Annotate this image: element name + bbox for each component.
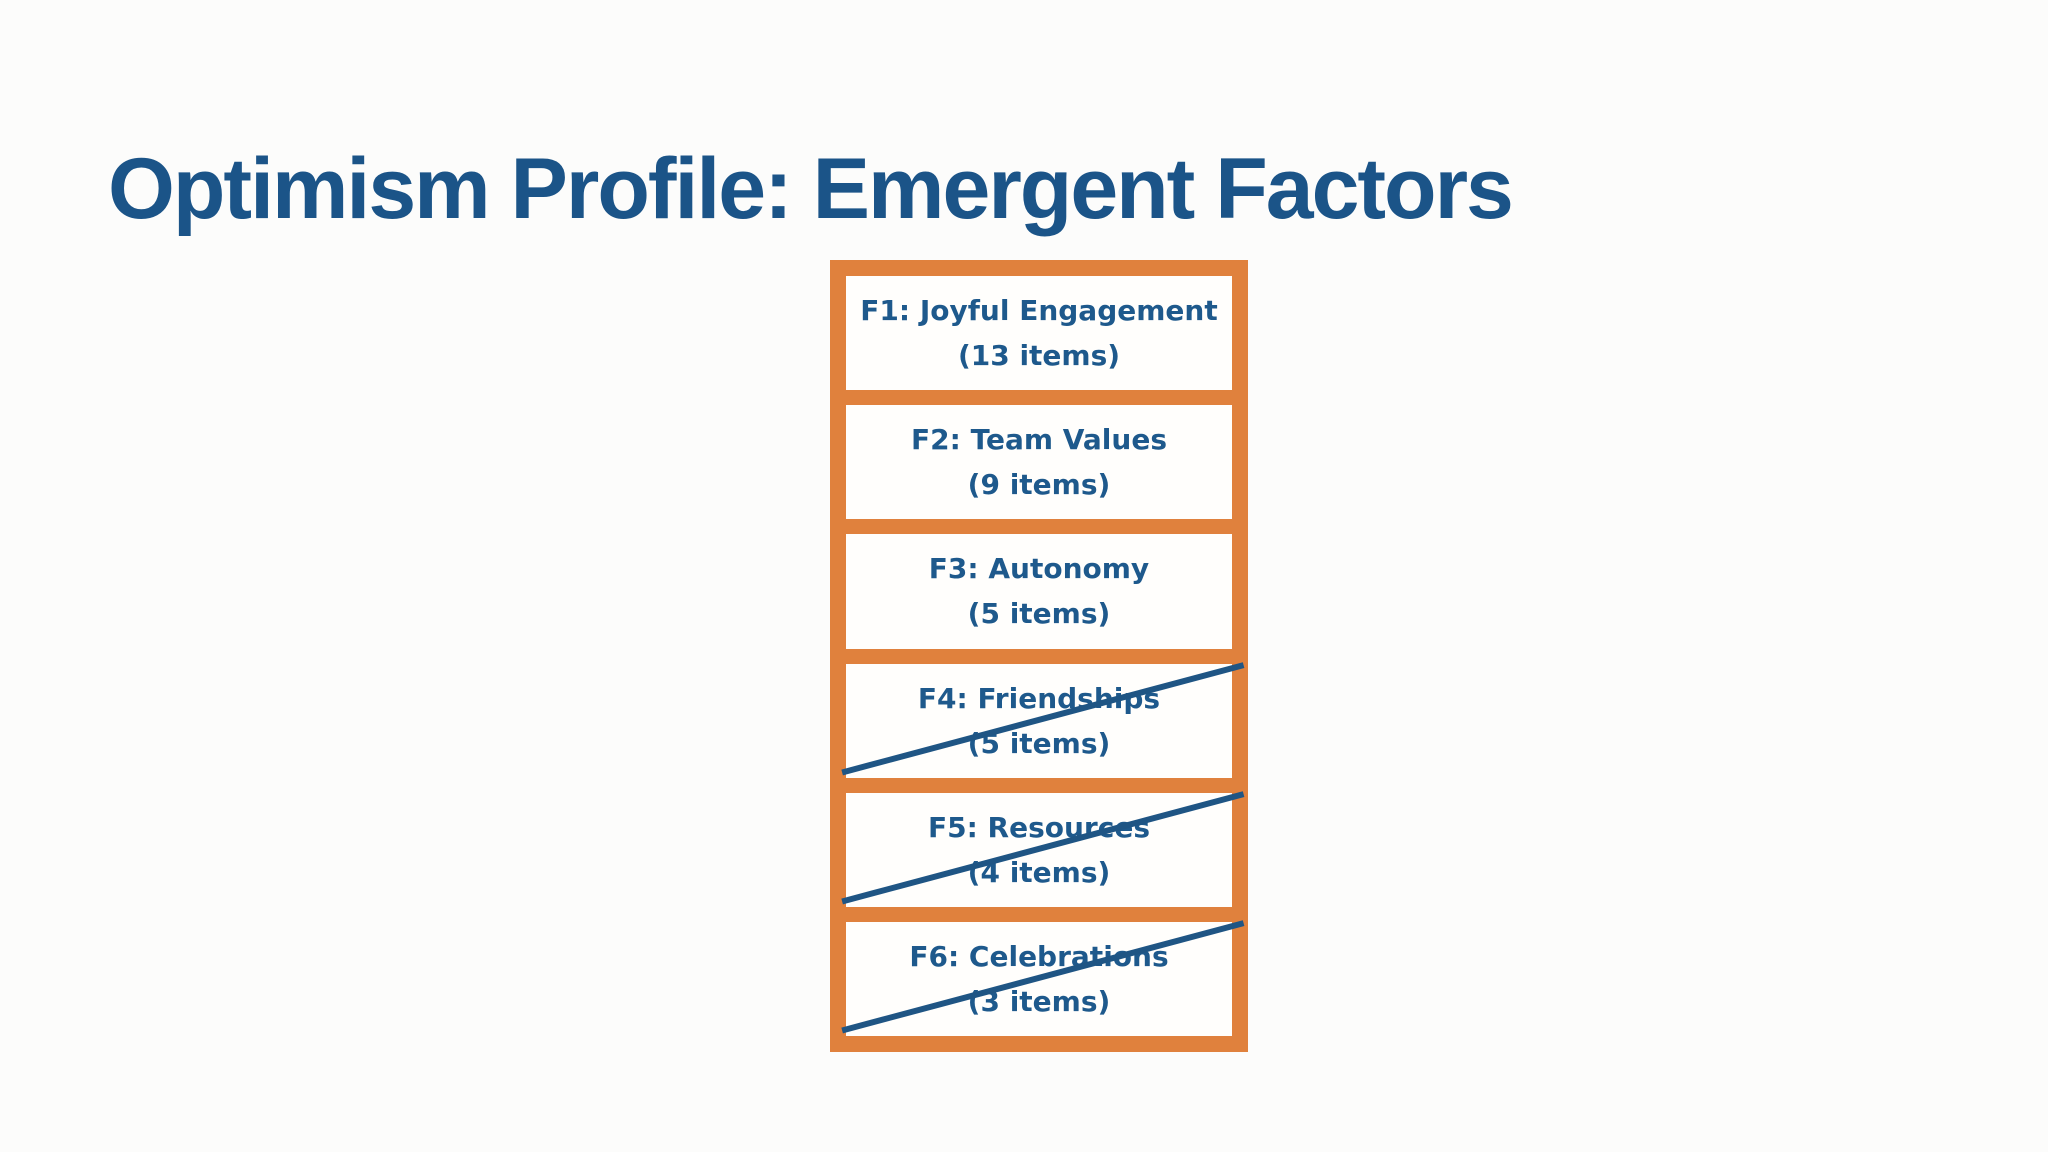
factor-label: F3: Autonomy	[928, 552, 1150, 586]
factor-label: F5: Resources	[927, 810, 1150, 844]
slide-title: Optimism Profile: Emergent Factors	[108, 140, 1514, 237]
factor-label: F6: Celebrations	[909, 939, 1169, 973]
factor-label: F2: Team Values	[911, 423, 1167, 457]
factor-label: F4: Friendships	[917, 681, 1161, 715]
factor-box-f5: F5: Resources (4 items)	[846, 793, 1232, 907]
factor-items: (4 items)	[967, 855, 1111, 889]
factor-box-f4: F4: Friendships (5 items)	[846, 664, 1232, 778]
factor-items: (13 items)	[957, 339, 1121, 373]
factor-box-f1: F1: Joyful Engagement (13 items)	[846, 276, 1232, 391]
factor-items: (9 items)	[967, 468, 1111, 502]
factor-label: F1: Joyful Engagement	[860, 294, 1218, 328]
factor-box-f6: F6: Celebrations (3 items)	[846, 922, 1232, 1037]
factor-box-f2: F2: Team Values (9 items)	[846, 405, 1232, 520]
factors-stack: F1: Joyful Engagement (13 items) F2: Tea…	[830, 260, 1248, 1052]
factor-items: (3 items)	[967, 984, 1111, 1018]
factor-items: (5 items)	[967, 726, 1111, 760]
factor-box-f3: F3: Autonomy (5 items)	[846, 534, 1232, 649]
factor-items: (5 items)	[967, 597, 1111, 631]
